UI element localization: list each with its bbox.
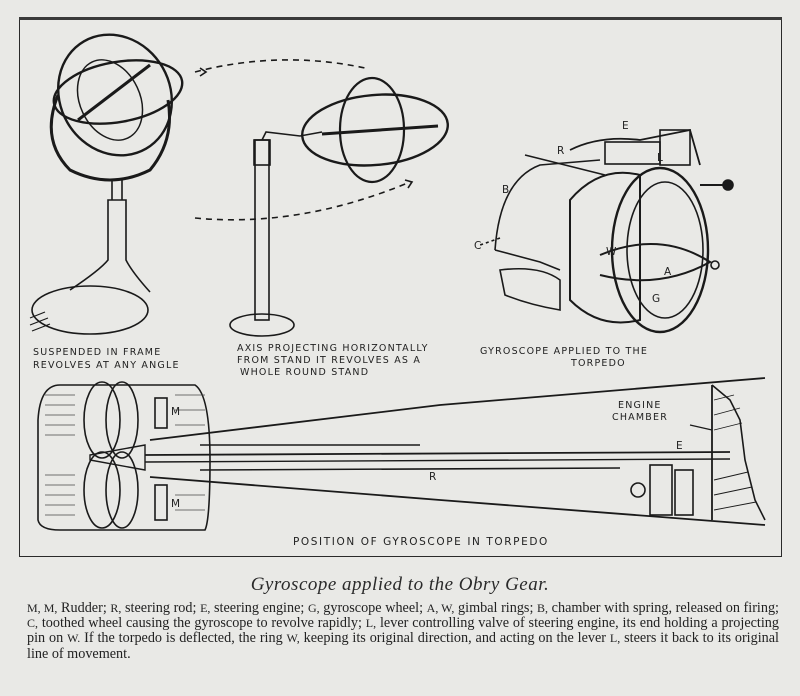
fig3-label-a: A <box>664 266 672 278</box>
hull-lower <box>149 476 766 526</box>
fig3-label-r: R <box>557 145 565 157</box>
legend-key: C, <box>27 616 39 631</box>
rudder-upper <box>154 397 168 429</box>
stand-pillar <box>69 199 151 293</box>
fig3-label-b: B <box>502 184 510 196</box>
fig3-label-e: E <box>622 120 629 132</box>
gimbal-ring-a <box>599 243 712 282</box>
legend-key: W. <box>67 631 81 646</box>
legend-text: Rudder; <box>57 600 111 616</box>
stand-base <box>31 285 149 335</box>
steering-engine <box>604 141 661 165</box>
fig2-caption-line2: FROM STAND IT REVOLVES AS A <box>237 355 422 366</box>
fig1-caption-line2: REVOLVES AT ANY ANGLE <box>33 360 180 371</box>
small-stand-base <box>229 313 295 337</box>
propeller-hub <box>89 444 146 471</box>
legend-text: chamber with spring, released on firing; <box>548 600 780 616</box>
legend-key: B, <box>537 601 549 615</box>
gyroscope-in-frame-drawing <box>29 33 184 335</box>
gyro-axle <box>321 124 439 136</box>
legend-text: steers it back to its original line of m… <box>27 630 779 662</box>
legend-text: steering engine; <box>210 600 308 616</box>
fig4-caption: POSITION OF GYROSCOPE IN TORPEDO <box>293 536 549 548</box>
legend-text: If the torpedo is deflected, the ring <box>80 630 287 647</box>
rotation-path-top <box>194 59 366 73</box>
fig3-caption-line1: GYROSCOPE APPLIED TO THE <box>480 346 649 357</box>
legend-text: keeping its original direction, and acti… <box>299 630 610 647</box>
fig4-label-r: R <box>429 471 437 483</box>
fig1-caption-line1: SUSPENDED IN FRAME <box>33 347 162 358</box>
flywheel <box>76 59 144 141</box>
small-stand-post <box>254 139 270 321</box>
legend-key: R, <box>110 601 122 615</box>
legend-key: A, W, <box>426 601 455 615</box>
steering-rod-r <box>144 451 731 456</box>
fig3-label-g: G <box>652 293 661 305</box>
gimbal-ring-2 <box>52 59 184 125</box>
legend-key: W, <box>286 631 300 646</box>
engine-chamber-label-line2: CHAMBER <box>612 412 668 423</box>
rudder-lower <box>154 484 168 521</box>
propeller-blade-upper <box>83 381 121 459</box>
fig3-label-l: L <box>657 152 663 164</box>
legend-text: gyroscope wheel; <box>319 600 427 616</box>
rotation-path-bottom <box>194 181 411 221</box>
legend-text: gimbal rings; <box>454 600 538 616</box>
legend-key: E, <box>200 601 211 615</box>
legend-key: M, M, <box>27 601 58 615</box>
fig4-label-m-bottom: M <box>171 498 181 510</box>
legend-text: lever controlling valve of steering engi… <box>27 615 779 647</box>
gimbal-ring-1 <box>56 33 174 157</box>
gyro-wheel <box>338 76 406 184</box>
fig2-caption-line3: WHOLE ROUND STAND <box>240 367 370 378</box>
propeller-blade-lower <box>83 451 121 529</box>
gyro-ring <box>301 93 449 167</box>
figure-legend: M, M, Rudder; R, steering rod; E, steeri… <box>27 600 780 662</box>
fig3-caption-line2: TORPEDO <box>571 358 626 369</box>
figure-title: Gyroscope applied to the Obry Gear. <box>250 574 550 595</box>
steering-rod <box>524 154 606 176</box>
legend-key: L, <box>365 616 377 631</box>
fig4-label-m-top: M <box>171 406 181 418</box>
frame-top-rule <box>19 17 782 20</box>
legend-text: steering rod; <box>121 600 201 616</box>
fig4-label-e: E <box>676 440 683 452</box>
fig3-label-c: C <box>474 240 482 252</box>
fig2-caption-line1: AXIS PROJECTING HORIZONTALLY <box>237 343 429 354</box>
torpedo-cross-section-drawing <box>37 377 766 531</box>
torpedo-gyroscope-mechanism-drawing <box>479 128 734 334</box>
engine-chamber-label-line1: ENGINE <box>618 400 662 411</box>
horizontal-gyroscope-drawing <box>194 59 449 337</box>
outer-frame <box>49 94 172 182</box>
axle <box>77 63 151 122</box>
legend-key: L, <box>609 631 621 646</box>
illustration-drawings <box>29 33 766 531</box>
tail-section <box>37 384 211 531</box>
hull-upper <box>149 377 766 441</box>
legend-text: toothed wheel causing the gyroscope to r… <box>38 615 366 632</box>
fig3-label-w: W <box>606 246 617 258</box>
legend-key: G, <box>307 601 320 615</box>
